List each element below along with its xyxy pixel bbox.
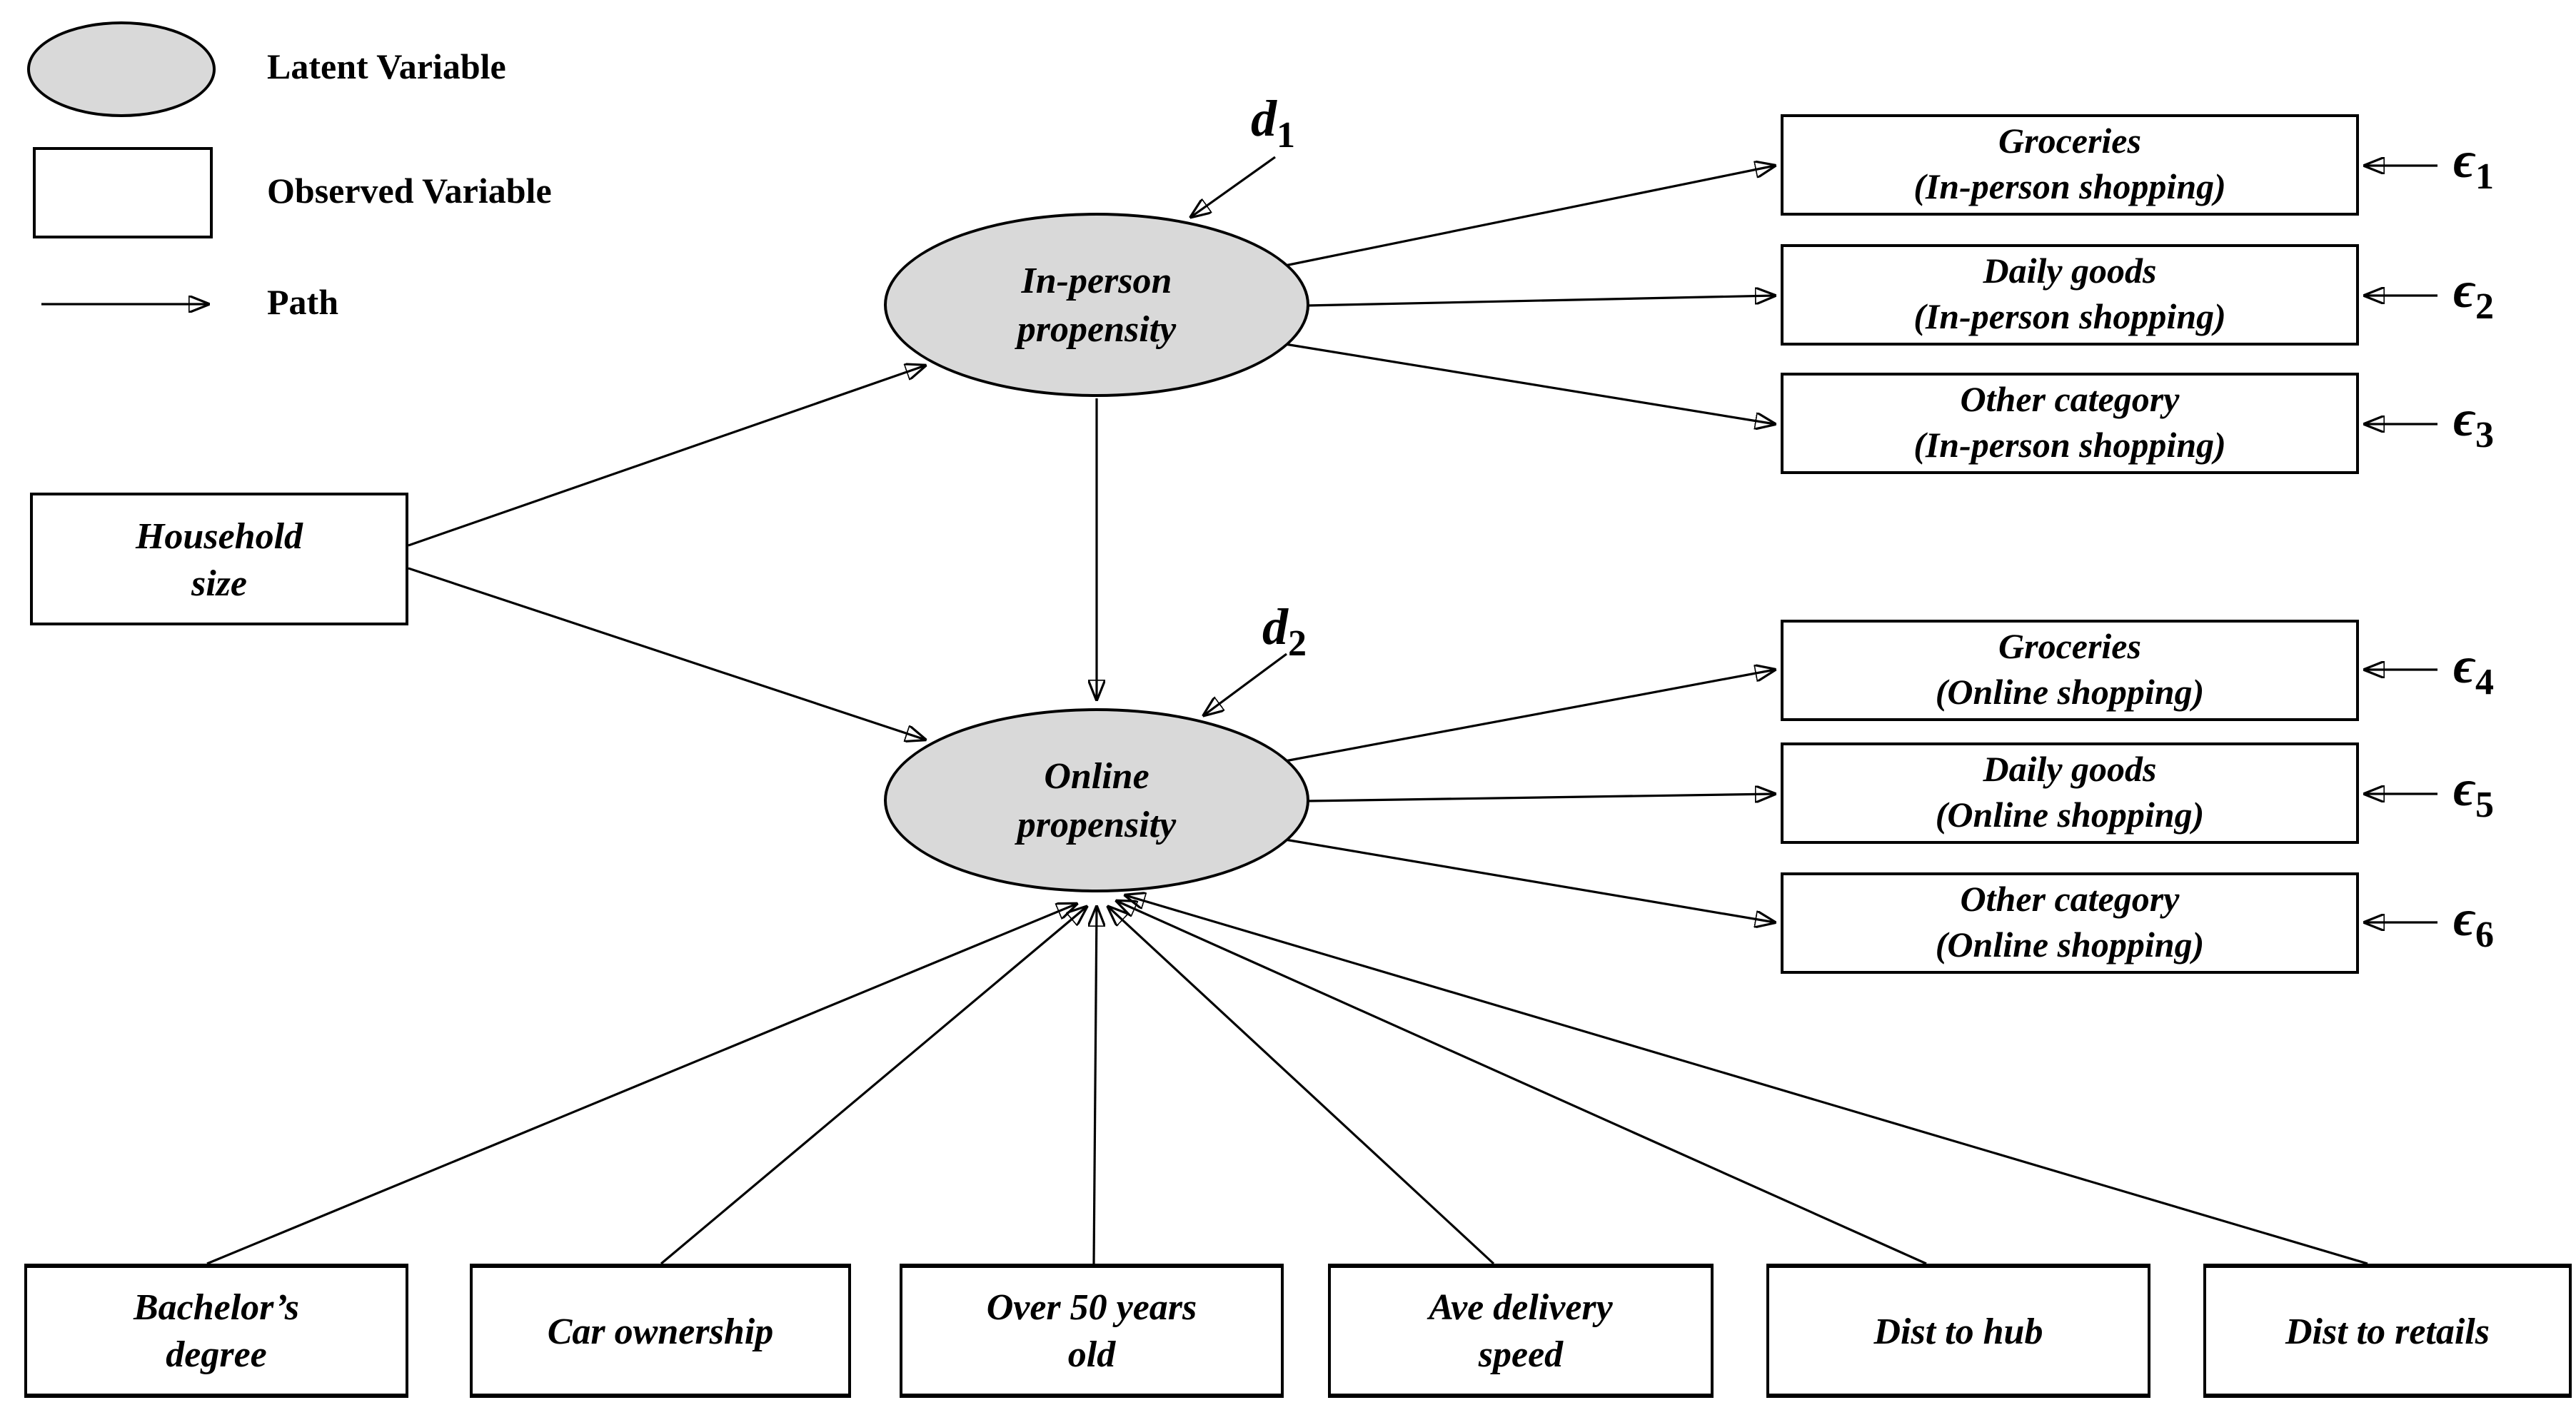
e6-base: ϵ	[2453, 890, 2475, 947]
legend-path-label: Path	[267, 284, 338, 323]
over-50-line2: old	[1067, 1334, 1116, 1375]
groceries-online-line2: (Online shopping)	[1935, 673, 2205, 712]
e5-base: ϵ	[2453, 760, 2475, 817]
other-category-online-line2: (Online shopping)	[1935, 926, 2205, 965]
node-household-line1: Household	[135, 515, 303, 556]
node-other-category-in-person: Other category (In-person shopping)	[1781, 373, 2359, 474]
path-online-to-groceries	[1284, 670, 1775, 762]
car-ownership-line1: Car ownership	[547, 1310, 774, 1351]
e4-sub: 4	[2475, 661, 2494, 703]
other-category-online-line1: Other category	[1960, 880, 2180, 919]
daily-goods-in-person-line2: (In-person shopping)	[1913, 298, 2226, 336]
path-over50-to-online	[1094, 907, 1097, 1264]
node-groceries-online: Groceries (Online shopping)	[1781, 620, 2359, 721]
error-e2-label: ϵ2	[2453, 261, 2494, 325]
groceries-online-line1: Groceries	[1998, 628, 2141, 666]
daily-goods-in-person-line1: Daily goods	[1983, 252, 2157, 291]
d1-base: d	[1251, 90, 1277, 147]
error-e6-label: ϵ6	[2453, 890, 2494, 953]
e6-sub: 6	[2475, 914, 2494, 955]
latent-online-line2: propensity	[1017, 803, 1177, 845]
error-e3-label: ϵ3	[2453, 390, 2494, 453]
node-car-ownership: Car ownership	[470, 1264, 851, 1398]
daily-goods-online-line2: (Online shopping)	[1935, 796, 2205, 835]
ave-delivery-line2: speed	[1478, 1334, 1564, 1375]
path-d2-to-online	[1204, 653, 1287, 715]
error-e4-label: ϵ4	[2453, 637, 2494, 700]
e5-sub: 5	[2475, 784, 2494, 825]
e2-base: ϵ	[2453, 261, 2475, 318]
d1-sub: 1	[1277, 114, 1295, 156]
e4-base: ϵ	[2453, 637, 2475, 694]
latent-online-propensity: Online propensity	[884, 708, 1309, 892]
path-inperson-to-groceries	[1284, 166, 1775, 267]
path-car-to-online	[660, 907, 1087, 1265]
disturbance-d1-label: d1	[1251, 90, 1295, 153]
node-daily-goods-in-person: Daily goods (In-person shopping)	[1781, 244, 2359, 346]
node-ave-delivery-speed: Ave delivery speed	[1328, 1264, 1714, 1398]
e3-base: ϵ	[2453, 390, 2475, 447]
path-retails-to-online	[1125, 895, 2368, 1265]
path-bachelor-to-online	[206, 904, 1077, 1265]
bachelors-degree-line2: degree	[166, 1334, 267, 1375]
path-online-to-dailygoods	[1306, 794, 1775, 801]
path-online-to-othercategory	[1284, 838, 1775, 922]
node-dist-to-hub: Dist to hub	[1766, 1264, 2150, 1398]
latent-in-person-line2: propensity	[1017, 308, 1177, 349]
e1-sub: 1	[2475, 156, 2494, 197]
legend-observed-swatch-rect	[33, 147, 213, 238]
path-inperson-to-othercategory	[1284, 343, 1775, 424]
latent-online-line1: Online	[1044, 755, 1149, 796]
node-daily-goods-online: Daily goods (Online shopping)	[1781, 742, 2359, 844]
e3-sub: 3	[2475, 414, 2494, 455]
e2-sub: 2	[2475, 286, 2494, 327]
disturbance-d2-label: d2	[1262, 598, 1307, 662]
path-household-to-online	[408, 567, 925, 740]
error-e1-label: ϵ1	[2453, 131, 2494, 195]
path-inperson-to-dailygoods	[1306, 296, 1775, 307]
d2-sub: 2	[1288, 623, 1307, 664]
path-hub-to-online	[1117, 901, 1927, 1265]
latent-in-person-line1: In-person	[1021, 259, 1172, 301]
node-dist-to-retails: Dist to retails	[2203, 1264, 2572, 1398]
error-e5-label: ϵ5	[2453, 760, 2494, 823]
node-household-line2: size	[191, 562, 247, 603]
dist-to-retails-line1: Dist to retails	[2285, 1310, 2490, 1351]
path-delivery-to-online	[1108, 907, 1495, 1265]
dist-to-hub-line1: Dist to hub	[1873, 1310, 2043, 1351]
e1-base: ϵ	[2453, 131, 2475, 188]
groceries-in-person-line1: Groceries	[1998, 122, 2141, 161]
latent-in-person-propensity: In-person propensity	[884, 213, 1309, 397]
other-category-in-person-line2: (In-person shopping)	[1913, 426, 2226, 465]
d2-base: d	[1262, 598, 1288, 655]
path-household-to-inperson	[408, 366, 925, 547]
bachelors-degree-line1: Bachelor’s	[133, 1286, 300, 1328]
over-50-line1: Over 50 years	[986, 1286, 1197, 1328]
path-d1-to-inperson	[1191, 156, 1276, 217]
legend-latent-label: Latent Variable	[267, 49, 506, 87]
groceries-in-person-line2: (In-person shopping)	[1913, 168, 2226, 206]
node-other-category-online: Other category (Online shopping)	[1781, 872, 2359, 974]
daily-goods-online-line1: Daily goods	[1983, 750, 2157, 789]
legend-latent-swatch-ellipse	[27, 21, 216, 117]
node-household-size: Household size	[30, 493, 408, 625]
node-over-50-years-old: Over 50 years old	[900, 1264, 1284, 1398]
node-groceries-in-person: Groceries (In-person shopping)	[1781, 114, 2359, 216]
other-category-in-person-line1: Other category	[1960, 381, 2180, 419]
legend-observed-label: Observed Variable	[267, 173, 552, 211]
node-bachelors-degree: Bachelor’s degree	[24, 1264, 408, 1398]
ave-delivery-line1: Ave delivery	[1429, 1286, 1613, 1328]
